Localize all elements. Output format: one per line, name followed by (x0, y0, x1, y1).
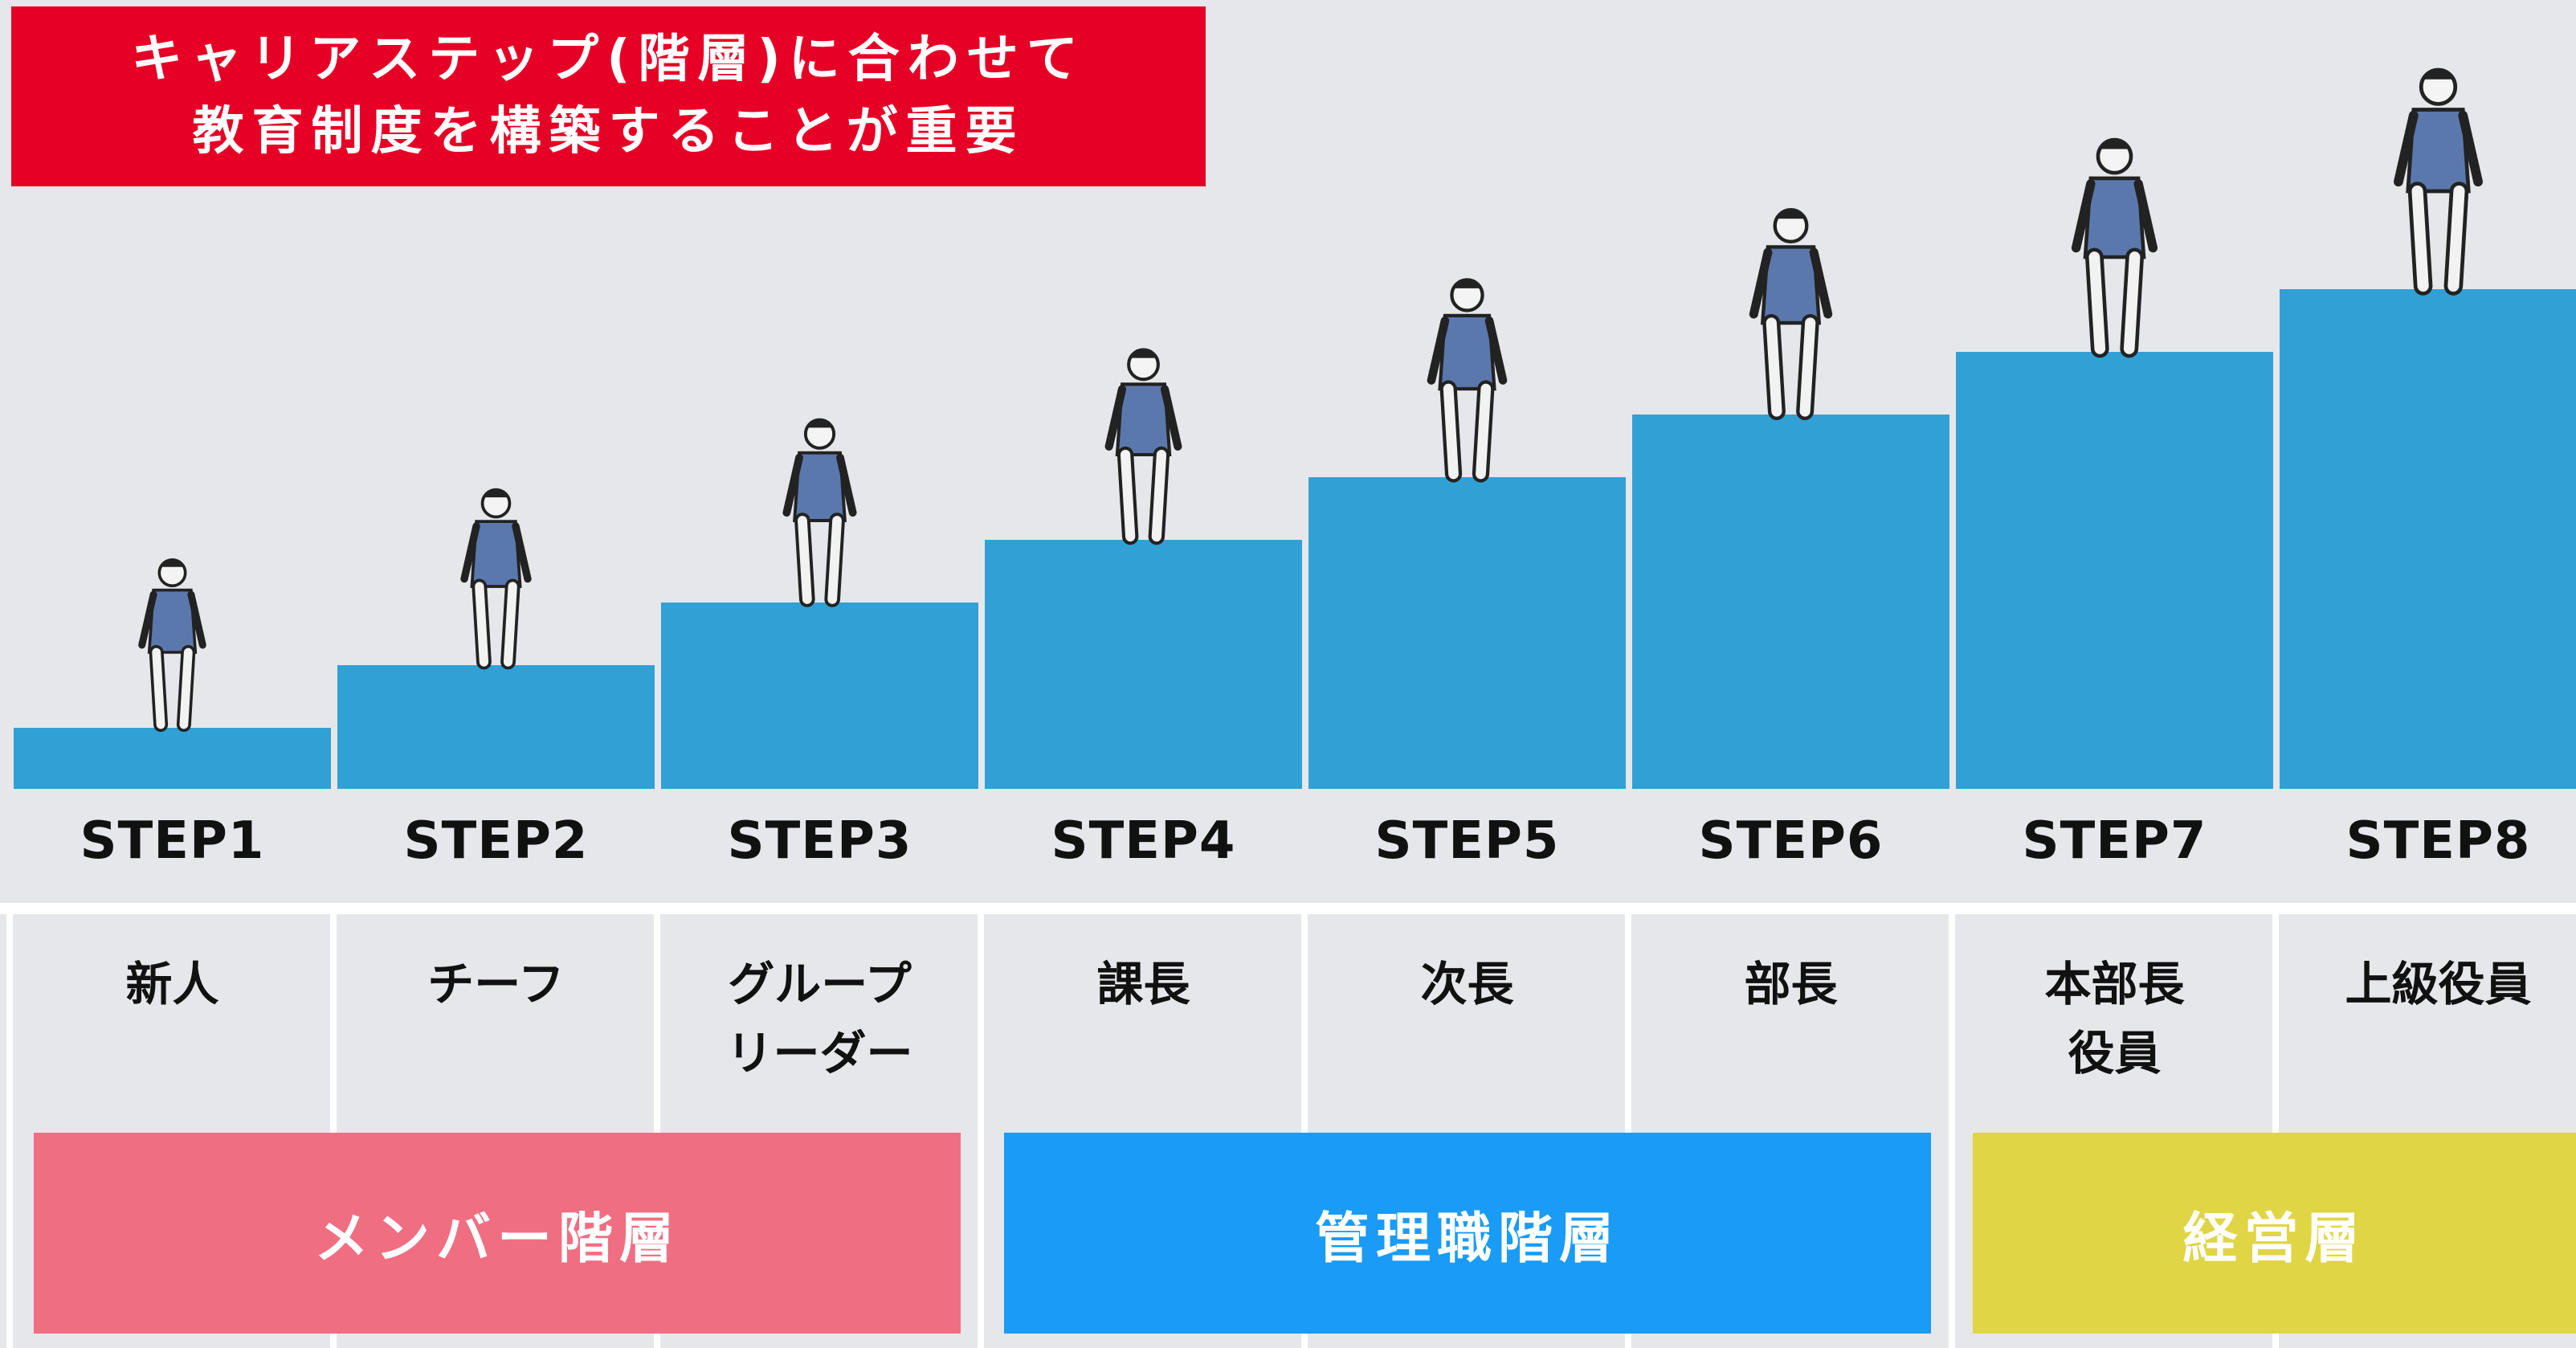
grid-top-divider (0, 903, 2576, 914)
column-divider (1625, 903, 1631, 1348)
stair-block-7 (1956, 352, 2273, 789)
career-staircase (14, 0, 2576, 789)
stair-block-6 (1632, 415, 1949, 789)
business-person-figure-7 (2076, 139, 2153, 349)
column-divider (6, 903, 13, 1348)
business-person-figure-5 (1431, 279, 1503, 474)
stair-block-1 (14, 728, 331, 789)
step-label-1: STEP1 (80, 811, 265, 871)
business-person-figure-4 (1109, 349, 1178, 537)
role-step-7: 本部長 役員 (2044, 957, 2185, 1080)
role-step-8: 上級役員 (2345, 957, 2532, 1011)
business-person-figure-2 (464, 489, 528, 662)
title-banner: キャリアステップ(階層)に合わせて 教育制度を構築することが重要 (11, 6, 1206, 186)
column-divider (1949, 903, 1955, 1348)
title-line-2: 教育制度を構築することが重要 (192, 102, 1025, 161)
stair-block-4 (985, 540, 1302, 789)
title-line-1: キャリアステップ(階層)に合わせて (131, 30, 1086, 90)
stair-block-2 (337, 665, 655, 789)
step-label-3: STEP3 (727, 811, 912, 871)
tier-member: メンバー階層 (34, 1133, 961, 1334)
step-label-8: STEP8 (2345, 811, 2531, 871)
role-step-3: グループ リーダー (726, 957, 913, 1080)
tier-management: 管理職階層 (1004, 1133, 1931, 1334)
column-divider (1301, 903, 1308, 1348)
column-divider (330, 903, 337, 1348)
column-divider (978, 903, 984, 1348)
step-label-2: STEP2 (403, 811, 589, 871)
business-person-figure-1 (142, 559, 203, 725)
business-person-figure-6 (1753, 209, 1827, 411)
step-label-4: STEP4 (1051, 811, 1236, 871)
business-person-figure-8 (2398, 69, 2478, 286)
role-step-6: 部長 (1744, 957, 1838, 1011)
role-step-1: 新人 (125, 957, 219, 1011)
tier-executive: 経営層 (1973, 1133, 2576, 1334)
role-step-4: 課長 (1096, 957, 1190, 1011)
role-step-5: 次長 (1420, 957, 1514, 1011)
stair-block-3 (661, 603, 978, 789)
step-label-7: STEP7 (2022, 811, 2207, 871)
stair-block-8 (2280, 289, 2576, 789)
business-person-figure-3 (786, 419, 852, 599)
step-label-6: STEP6 (1698, 811, 1884, 871)
column-divider (654, 903, 660, 1348)
step-label-5: STEP5 (1374, 811, 1560, 871)
stair-block-5 (1308, 477, 1626, 789)
role-step-2: チーフ (427, 957, 565, 1011)
column-divider (2272, 903, 2279, 1348)
